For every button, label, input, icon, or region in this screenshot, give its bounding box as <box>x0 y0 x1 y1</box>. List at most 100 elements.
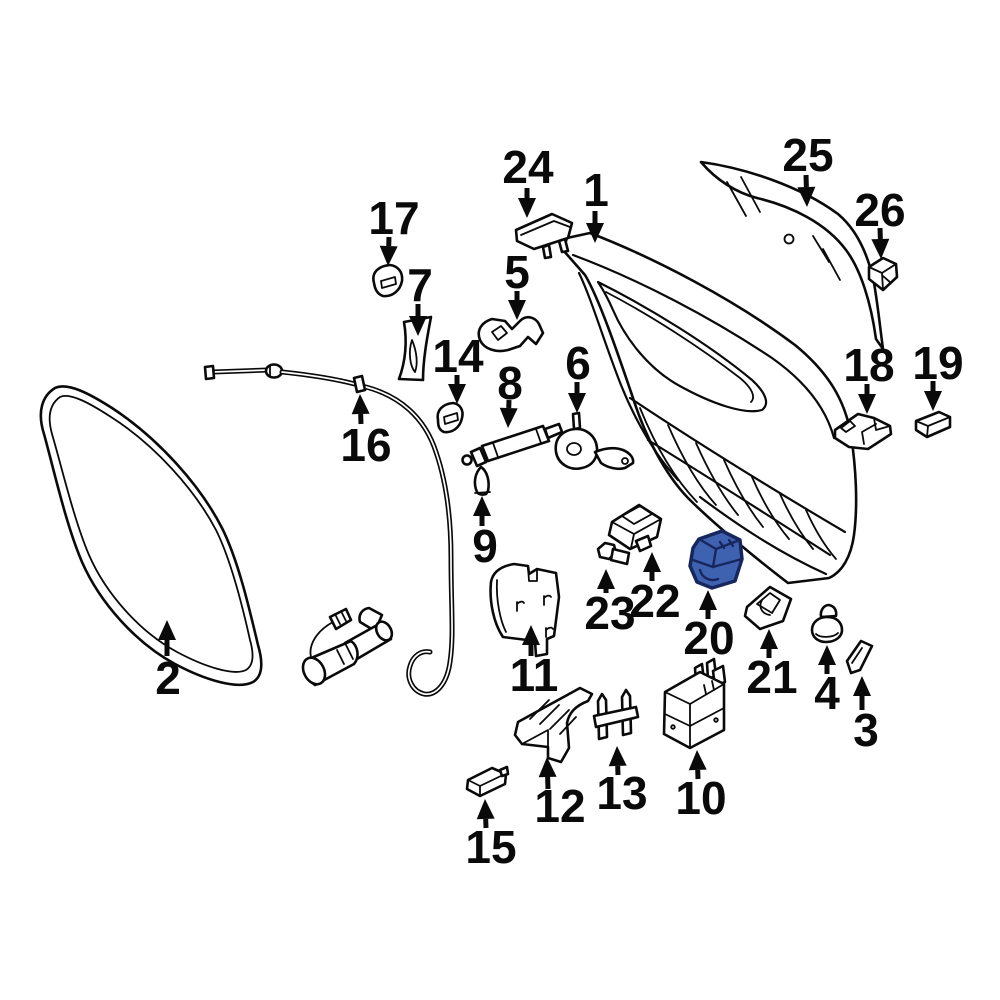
part-number-label: 9 <box>472 520 498 572</box>
callout-arrow-head <box>760 629 778 649</box>
part-10-control-module <box>662 657 727 750</box>
callout-arrow-head <box>924 391 942 411</box>
part-7-wedge <box>397 315 433 382</box>
lock-actuator <box>301 606 394 687</box>
part-number-label: 17 <box>368 192 419 244</box>
callout-part-20: 20 <box>683 590 735 664</box>
part-14-grommet <box>436 401 464 434</box>
callout-part-8: 8 <box>497 357 523 428</box>
callout-arrow-head <box>853 676 871 696</box>
callout-part-10: 10 <box>675 750 727 824</box>
part-number-label: 23 <box>584 587 635 639</box>
callout-part-3: 3 <box>853 676 879 756</box>
callout-arrow-head <box>522 625 540 645</box>
callout-part-26: 26 <box>854 184 906 259</box>
callout-arrow-head <box>818 645 836 665</box>
part-15-clip-block <box>465 765 510 798</box>
part-number-label: 15 <box>465 821 516 873</box>
part-number-label: 7 <box>407 259 433 311</box>
callout-part-9: 9 <box>472 496 498 572</box>
part-number-label: 10 <box>675 772 726 824</box>
part-number-label: 22 <box>629 575 680 627</box>
part-22-switch <box>607 503 663 553</box>
callout-part-11: 11 <box>510 625 559 701</box>
part-9-buffer-pin <box>473 465 491 496</box>
callout-part-13: 13 <box>596 746 648 819</box>
part-number-label: 16 <box>340 419 391 471</box>
part-12-ribbed-bracket <box>513 686 594 764</box>
part-number-label: 25 <box>782 129 833 181</box>
part-17-grommet <box>372 263 404 298</box>
part-number-label: 14 <box>432 330 484 382</box>
part-20-bracket-highlighted <box>688 529 744 590</box>
callout-part-21: 21 <box>746 629 798 703</box>
callout-arrow-head <box>538 757 557 778</box>
callout-arrow-head <box>586 223 604 243</box>
part-number-label: 24 <box>502 141 554 193</box>
callout-part-4: 4 <box>814 645 840 719</box>
part-number-label: 12 <box>534 780 585 832</box>
part-4-buffer <box>810 603 844 644</box>
callout-part-5: 5 <box>504 246 530 320</box>
callout-part-15: 15 <box>465 799 517 873</box>
callout-part-18: 18 <box>843 339 895 414</box>
callout-part-19: 19 <box>912 337 964 411</box>
callout-arrow-head <box>597 569 615 589</box>
part-2-weatherstrip-seal <box>39 385 263 687</box>
part-number-label: 26 <box>854 184 905 236</box>
callout-arrow-head <box>688 750 707 771</box>
callout-part-24: 24 <box>502 141 554 218</box>
part-11-latch-cover <box>489 562 561 658</box>
callout-arrow-head <box>699 590 717 610</box>
callout-part-17: 17 <box>368 192 420 266</box>
part-number-label: 8 <box>497 357 523 409</box>
callout-arrow-head <box>518 198 536 218</box>
part-number-label: 3 <box>853 704 879 756</box>
callout-part-16: 16 <box>340 394 392 471</box>
part-number-label: 1 <box>583 164 609 216</box>
callout-part-6: 6 <box>565 337 591 413</box>
part-19-spacer <box>914 410 952 439</box>
callout-arrow-head <box>473 496 491 516</box>
part-13-pin-bracket <box>592 688 640 741</box>
callout-arrow-head <box>508 300 526 320</box>
callout-arrow-head <box>158 620 176 640</box>
part-21-clip <box>743 585 793 631</box>
callout-arrow-head <box>608 746 627 767</box>
callout-arrow-head <box>476 799 495 820</box>
callout-arrow-head <box>858 394 876 414</box>
part-23-bolt <box>596 541 631 566</box>
callout-arrow-head <box>379 245 398 266</box>
callout-part-25: 25 <box>782 129 834 207</box>
callout-arrow-head <box>499 407 518 428</box>
part-number-label: 18 <box>843 339 894 391</box>
part-24-cover-cap <box>514 212 574 260</box>
callout-part-12: 12 <box>534 757 586 832</box>
callout-arrow-head <box>448 384 466 404</box>
part-number-label: 11 <box>510 649 559 701</box>
part-26-nut <box>867 256 899 292</box>
callout-arrow-head <box>568 393 586 413</box>
part-8-gas-strut <box>461 422 564 468</box>
part-3-pad <box>845 639 874 675</box>
part-6-hinge <box>554 411 635 471</box>
part-16-release-cable <box>203 363 455 697</box>
callout-arrow-head <box>351 394 370 415</box>
part-25-glass <box>699 160 885 351</box>
callout-arrow-head <box>871 238 890 259</box>
part-number-label: 2 <box>155 652 181 704</box>
callout-part-14: 14 <box>432 330 484 404</box>
callout-part-23: 23 <box>584 569 636 639</box>
callout-part-1: 1 <box>583 164 609 243</box>
part-number-label: 4 <box>814 667 840 719</box>
part-18-striker <box>833 412 893 451</box>
part-number-label: 6 <box>565 337 591 389</box>
part-5-bracket <box>477 315 545 353</box>
callout-part-2: 2 <box>155 620 181 704</box>
part-number-label: 5 <box>504 246 530 298</box>
callout-part-7: 7 <box>407 259 433 336</box>
part-number-label: 20 <box>683 612 734 664</box>
